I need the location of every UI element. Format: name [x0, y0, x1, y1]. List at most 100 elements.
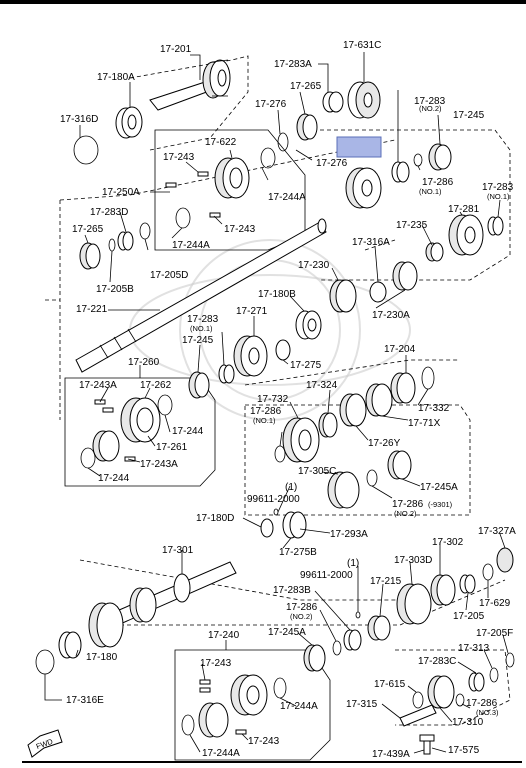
label-17-215: 17-215 — [370, 576, 402, 587]
synchro-ring-17-265-left — [79, 242, 101, 270]
gear-17-245Ab — [303, 644, 326, 672]
label-17-439A: 17-439A — [372, 749, 410, 760]
snap-ring-17-316E — [35, 649, 55, 675]
label-17-283D: 17-283D — [90, 207, 128, 218]
label-17-244A-top: 17-244A — [268, 192, 306, 203]
label-17-243-c: 17-243 — [200, 658, 232, 669]
label-17-575: 17-575 — [448, 745, 480, 756]
label-no1-c: (NO.1) — [190, 324, 213, 333]
label-17-316E: 17-316E — [66, 695, 104, 706]
label-17-286-no1c: 17-286 — [250, 406, 282, 417]
washer-17-286-no3 — [455, 693, 465, 707]
washer-17-629 — [482, 563, 494, 581]
label-17-302: 17-302 — [432, 537, 464, 548]
label-17-71X: 17-71X — [408, 418, 441, 429]
label-17-26Y: 17-26Y — [368, 438, 401, 449]
spring-17-244A-top — [260, 147, 276, 169]
label-17-180A: 17-180A — [97, 72, 135, 83]
countershaft-17-301 — [88, 561, 237, 648]
label-17-244A-c: 17-244A — [280, 701, 318, 712]
label-17-286-no2: 17-286 — [392, 499, 424, 510]
label-17-327A: 17-327A — [478, 526, 516, 537]
gear-17-245A — [387, 450, 412, 480]
label-17-281: 17-281 — [448, 204, 480, 215]
leader-lines — [44, 52, 509, 754]
label-17-243-d: 17-243 — [248, 736, 280, 747]
label-17-230A: 17-230A — [372, 310, 410, 321]
synchro-ring-17-245 — [428, 143, 452, 171]
label-17-275: 17-275 — [290, 360, 322, 371]
label-no2-b: (NO.2) — [394, 509, 417, 518]
label-17-316D: 17-316D — [60, 114, 98, 125]
bearing-17-283-no1b — [218, 364, 235, 384]
washer-17-286-no2b — [332, 640, 342, 656]
label-17-205: 17-205 — [453, 611, 485, 622]
label-suffix-9301: (-9301) — [428, 500, 453, 509]
forward-arrow-icon — [27, 729, 63, 758]
label-17-230: 17-230 — [298, 260, 330, 271]
collar-17-215 — [367, 615, 391, 641]
bearing-17-180A — [115, 106, 143, 139]
label-17-180: 17-180 — [86, 652, 118, 663]
label-17-243A-bottom: 17-243A — [140, 459, 178, 470]
label-ref-1-a: (1) — [285, 482, 297, 493]
label-17-235: 17-235 — [396, 220, 428, 231]
part-labels: 17-201 17-180A 17-316D 17-283A 17-631C 1… — [35, 40, 516, 760]
label-no1-b: (NO.1) — [487, 192, 510, 201]
label-17-316A: 17-316A — [352, 237, 390, 248]
label-17-204: 17-204 — [384, 344, 416, 355]
label-17-244-top: 17-244 — [172, 426, 204, 437]
cap-17-327A — [496, 547, 514, 573]
collar-17-275 — [275, 339, 291, 361]
label-17-286-no2b: 17-286 — [286, 602, 318, 613]
label-17-244-bottom: 17-244 — [98, 473, 130, 484]
label-17-276-mid: 17-276 — [316, 158, 348, 169]
washer-17-286-no1c — [274, 445, 286, 463]
gear-17-230A — [392, 261, 418, 291]
collar-17-235 — [425, 242, 444, 262]
gear-17-271 — [233, 335, 268, 377]
label-17-271: 17-271 — [236, 306, 268, 317]
label-17-283-no1b: 17-283 — [187, 314, 219, 325]
label-17-245b: 17-245 — [182, 335, 214, 346]
label-17-310: 17-310 — [452, 717, 484, 728]
washer-17-615 — [412, 691, 424, 709]
gear-17-276b — [345, 167, 382, 209]
synchro-ring-17-265-top — [296, 113, 318, 141]
synchro-ring-17-245b — [188, 371, 210, 399]
parts — [27, 59, 515, 758]
label-17-244A-d: 17-244A — [202, 748, 240, 759]
collar-17-316A — [369, 281, 387, 303]
gear-17-204 — [390, 372, 416, 404]
shaft-17-315 — [399, 704, 437, 727]
label-17-315: 17-315 — [346, 699, 378, 710]
label-99611-2000-b: 99611-2000 — [300, 570, 353, 581]
thrust-washer-17-276 — [277, 132, 289, 152]
label-17-265-left: 17-265 — [72, 224, 104, 235]
ball-99611-2000a — [273, 508, 279, 516]
label-17-205D: 17-205D — [150, 270, 188, 281]
bolt-17-439A — [419, 734, 435, 755]
label-17-260: 17-260 — [128, 357, 160, 368]
label-17-332: 17-332 — [418, 403, 450, 414]
key-17-243-b — [165, 182, 177, 188]
bearing-17-283-no1 — [487, 216, 504, 236]
snap-ring-17-316D — [73, 135, 99, 165]
bearing-17-283-no2 — [391, 161, 410, 183]
label-17-201: 17-201 — [160, 44, 192, 55]
bearing-17-283D — [117, 231, 134, 251]
label-17-283B: 17-283B — [273, 585, 311, 596]
hub-17-622 — [214, 157, 250, 199]
washer-17-286-no1 — [413, 153, 423, 167]
label-17-286-no3: 17-286 — [466, 698, 498, 709]
label-17-180B: 17-180B — [258, 289, 296, 300]
needle-bearing-17-283A — [322, 91, 344, 113]
washer-17-286-no2 — [366, 469, 378, 487]
label-17-243-b: 17-243 — [224, 224, 256, 235]
label-17-732: 17-732 — [257, 394, 289, 405]
label-no3: (NO.3) — [476, 708, 499, 717]
label-17-631C: 17-631C — [343, 40, 381, 51]
gear-17-302 — [430, 574, 456, 606]
label-17-276-top: 17-276 — [255, 99, 287, 110]
